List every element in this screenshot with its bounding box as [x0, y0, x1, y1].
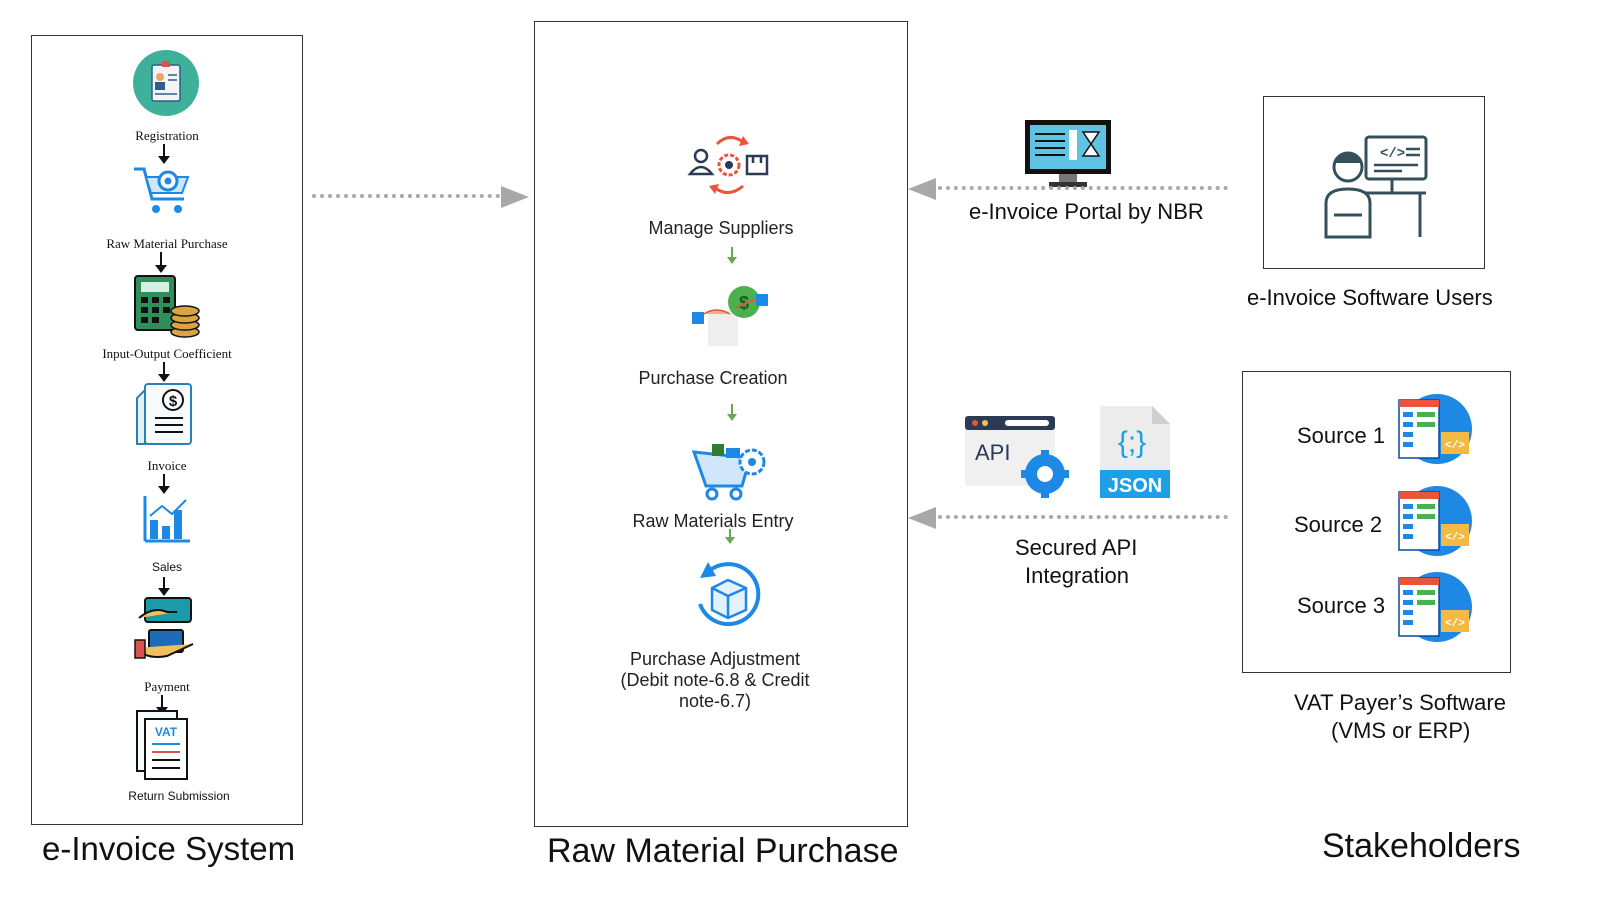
einvoice-system-panel: Registration Raw Material Purchase — [31, 35, 303, 825]
bar-chart-icon — [142, 494, 192, 549]
step-label-purchase-adjustment-line3: note-6.7) — [678, 691, 752, 711]
svg-text:$: $ — [739, 293, 749, 313]
flow-arrow — [156, 695, 168, 715]
step-label-registration: Registration — [135, 128, 199, 143]
source-label-3: Source 3 — [1297, 593, 1386, 618]
einvoice-system-caption: e-Invoice System — [42, 830, 296, 867]
shopping-cart-gear-icon — [132, 163, 194, 224]
calculator-coins-icon — [133, 274, 201, 343]
stakeholders-caption: Stakeholders — [1322, 827, 1521, 865]
step-label-purchase-adjustment: Purchase Adjustment — [629, 649, 801, 669]
step-label-input-output-coefficient: Input-Output Coefficient — [102, 346, 232, 361]
svg-text:</>: </> — [1445, 618, 1465, 630]
flow-arrow — [725, 529, 735, 544]
vat-payer-label-line1: VAT Payer’s Software — [1294, 690, 1506, 715]
payment-hands-icon — [133, 596, 199, 671]
vat-badge-text: VAT — [155, 725, 178, 739]
svg-text:$: $ — [169, 393, 178, 410]
monitor-portal-icon — [1023, 118, 1113, 195]
vat-payer-software-box: Source 1 Source 2 Source 3 </> </> — [1242, 371, 1511, 673]
api-connector-arrowhead — [908, 507, 936, 529]
cart-gear-icon — [690, 440, 770, 507]
flow-arrow — [158, 362, 170, 382]
svg-text:</>: </> — [1445, 440, 1465, 452]
source-label-1: Source 1 — [1297, 423, 1386, 448]
flow-arrow — [155, 252, 167, 273]
svg-text:</>: </> — [1445, 532, 1465, 544]
vat-payer-label-line2: (VMS or ERP) — [1331, 718, 1471, 743]
raw-material-purchase-caption: Raw Material Purchase — [547, 832, 899, 870]
step-label-invoice: Invoice — [147, 458, 187, 473]
system-to-purchase-connector — [312, 194, 500, 198]
connector-arrowhead — [501, 186, 529, 208]
api-badge-text: API — [975, 440, 1010, 465]
svg-text:</>: </> — [1380, 146, 1405, 162]
step-label-sales: Sales — [151, 560, 183, 574]
invoice-receipt-icon: $ — [133, 382, 195, 453]
source-label-2: Source 2 — [1294, 512, 1383, 537]
step-label-manage-suppliers: Manage Suppliers — [648, 218, 794, 238]
box-return-icon — [690, 558, 766, 637]
software-users-box: </> — [1263, 96, 1485, 269]
json-file-icon: {;} JSON — [1098, 404, 1172, 505]
step-label-purchase-creation: Purchase Creation — [638, 368, 788, 388]
supplier-cycle-icon — [687, 132, 771, 203]
step-label-payment: Payment — [144, 679, 190, 694]
step-label-purchase-adjustment-line2: (Debit note-6.8 & Credit — [620, 670, 810, 690]
portal-connector-arrowhead — [908, 178, 936, 200]
flow-arrow — [158, 144, 170, 164]
developer-user-icon: </> — [1322, 133, 1432, 248]
step-label-return-submission: Return Submission — [128, 789, 230, 803]
vat-document-icon: VAT — [133, 709, 191, 786]
software-source-icon: </> — [1395, 484, 1475, 563]
raw-material-purchase-panel: Manage Suppliers $ Purchase Creation Raw… — [534, 21, 908, 827]
software-source-icon: </> — [1395, 392, 1475, 471]
portal-connector — [938, 186, 1228, 190]
json-braces-text: {;} — [1118, 426, 1146, 459]
flow-arrow — [158, 577, 170, 596]
step-label-raw-material-purchase: Raw Material Purchase — [106, 236, 228, 251]
api-gear-icon: API — [963, 414, 1073, 507]
flow-arrow — [727, 404, 737, 421]
api-label-line1: Secured API — [1015, 535, 1138, 560]
handshake-money-icon: $ — [690, 280, 770, 357]
software-source-icon: </> — [1395, 570, 1475, 649]
software-users-label: e-Invoice Software Users — [1247, 285, 1493, 310]
step-label-raw-materials-entry: Raw Materials Entry — [632, 511, 794, 531]
flow-arrow — [158, 474, 170, 494]
registration-badge-icon — [132, 49, 200, 122]
json-badge-text: JSON — [1108, 475, 1162, 497]
api-connector — [938, 515, 1228, 519]
portal-label: e-Invoice Portal by NBR — [969, 199, 1204, 224]
flow-arrow — [727, 247, 737, 264]
api-label-line2: Integration — [1025, 563, 1129, 588]
